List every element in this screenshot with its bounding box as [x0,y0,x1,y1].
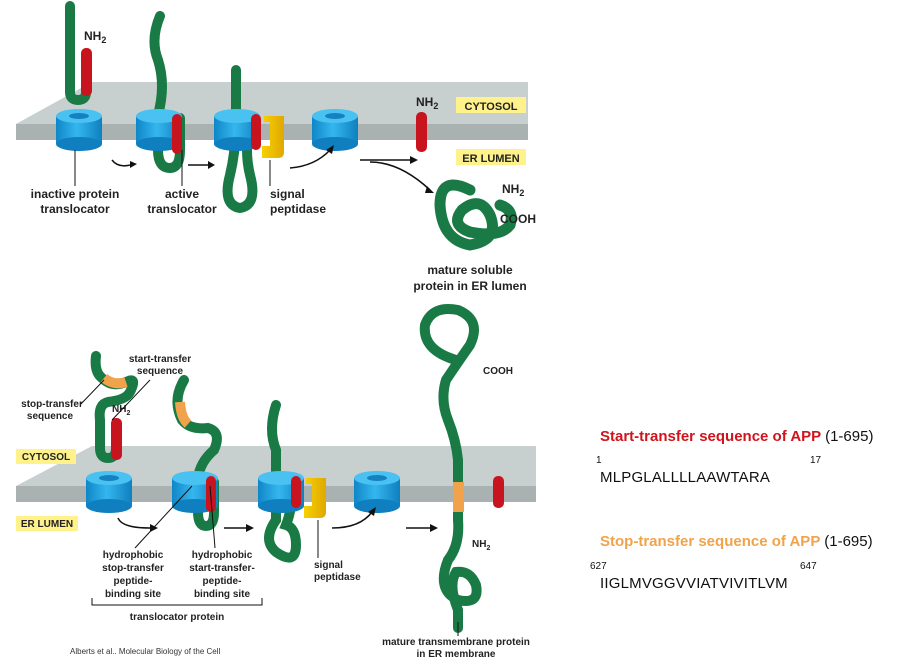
signal-b-stage1 [111,418,122,460]
chain-b-stage3 [264,400,302,563]
nh2-b-mature: NH2 [472,539,490,552]
nh2-stage1: NH2 [84,29,106,45]
mature-tm-protein [419,304,482,633]
hydro-start-2: start-transfer- [189,563,255,574]
translocator-b-empty [354,471,400,513]
nh2-mature: NH2 [502,182,524,198]
tm-segment [453,482,464,512]
pointer-hydro-start [209,485,216,549]
stop-transfer-b-stage2 [175,401,192,428]
signal-stage3 [251,114,261,150]
start-transfer-title: Start-transfer sequence of APP [600,428,821,445]
peptidase-b-label-1: signal [314,560,343,571]
bottom-cytosol-box [16,449,76,464]
released-signal-b [493,476,504,508]
bottom-er-lumen-label: ER LUMEN [21,519,73,530]
mature-label-2: protein in ER lumen [413,279,526,293]
inactive-label-1: inactive protein [31,187,120,201]
hydro-start-3: peptide- [203,576,242,587]
inactive-label-2: translocator [40,202,110,216]
translocator-bracket [91,598,263,606]
mature-soluble-protein [434,179,517,251]
stop-pos-end: 647 [800,561,817,572]
stop-sequence: IIGLMVGGVVIATVIVITLVM [600,575,788,592]
arrow-5 [369,161,431,191]
nh2-released: NH2 [416,95,438,111]
peptidase-top [262,116,284,158]
active-label-1: active [165,187,199,201]
hydro-start-1: hydrophobic [192,550,253,561]
arrow-b-4-head [430,524,438,532]
chain-stage3 [222,65,258,214]
cooh-mature: COOH [500,212,536,226]
pointer-stop-transfer [79,379,105,406]
bottom-er-lumen-box [16,516,78,531]
top-cytosol-box [456,97,526,113]
top-panel: CYTOSOL ER LUMEN NH2 [16,1,536,293]
hydro-start-4: binding site [194,589,251,600]
bottom-cytosol-label: CYTOSOL [22,452,70,463]
pointer-start-transfer [111,379,151,421]
stop-transfer-label-1: stop-transfer [21,399,83,410]
released-signal [416,112,427,152]
hydro-stop-2: stop-transfer [102,563,164,574]
source-credit: Alberts et al.. Molecular Biology of the… [70,647,221,656]
top-er-lumen-label: ER LUMEN [462,153,520,165]
hydro-stop-4: binding site [105,589,162,600]
arrow-b-3-head [368,507,376,516]
arrow-2-head [208,161,215,169]
pointer-hydro-stop [134,485,193,549]
translocator-empty-top [312,109,358,151]
signal-stage2 [172,114,182,154]
start-sequence: MLPGLALLLLAAWTARA [600,469,771,486]
mature-label-1: mature soluble [427,263,513,277]
stop-transfer-range: (1-695) [824,533,873,550]
start-pos-begin: 1 [596,455,602,466]
top-er-lumen-box [456,149,526,165]
start-pos-end: 17 [810,455,822,466]
stop-transfer-b-stage1 [100,373,128,389]
signal-b-stage3 [291,476,301,508]
arrow-1-head [130,161,137,168]
arrow-b-3 [331,511,373,529]
translocator-inactive [56,109,102,151]
mature-tm-label-1: mature transmembrane protein [382,637,530,648]
nh2-b-stage1: NH2 [112,404,130,417]
hydro-stop-1: hydrophobic [103,550,164,561]
arrow-3-head [326,145,334,154]
cooh-b: COOH [483,366,513,377]
hydro-stop-3: peptide- [114,576,153,587]
translocator-protein-label: translocator protein [130,612,224,623]
stop-pos-begin: 627 [590,561,607,572]
start-transfer-label-2: sequence [137,366,184,377]
arrow-3 [289,149,331,169]
peptidase-label-1: signal [270,187,305,201]
arrow-5-head [425,186,434,193]
arrow-b-2-head [246,524,254,532]
peptidase-label-2: peptidase [270,202,326,216]
stop-transfer-title: Stop-transfer sequence of APP [600,533,821,550]
bottom-panel: CYTOSOL ER LUMEN NH2 [16,304,536,658]
translocator-b-1 [86,471,132,513]
start-transfer-info: Start-transfer sequence of APP (1-695) [600,428,873,445]
top-cytosol-label: CYTOSOL [465,101,518,113]
stop-transfer-info: Stop-transfer sequence of APP (1-695) [600,533,873,550]
stop-transfer-heading: Stop-transfer sequence of APP (1-695) [600,533,873,550]
start-sequence-block: 1 17 MLPGLALLLLAAWTARA [596,455,822,491]
arrow-1 [111,159,131,167]
stop-sequence-block: 627 647 IIGLMVGGVVIATVIVITLVM [590,561,840,597]
stop-transfer-label-2: sequence [27,411,74,422]
arrow-4-head [410,156,418,164]
arrow-b-1 [117,517,151,529]
signal-stage1 [81,48,92,96]
active-label-2: translocator [147,202,217,216]
start-transfer-label-1: start-transfer [129,354,191,365]
mature-tm-label-2: in ER membrane [417,649,496,658]
start-transfer-range: (1-695) [825,428,874,445]
start-transfer-heading: Start-transfer sequence of APP (1-695) [600,428,873,445]
peptidase-bottom [304,478,326,518]
peptidase-b-label-2: peptidase [314,572,361,583]
